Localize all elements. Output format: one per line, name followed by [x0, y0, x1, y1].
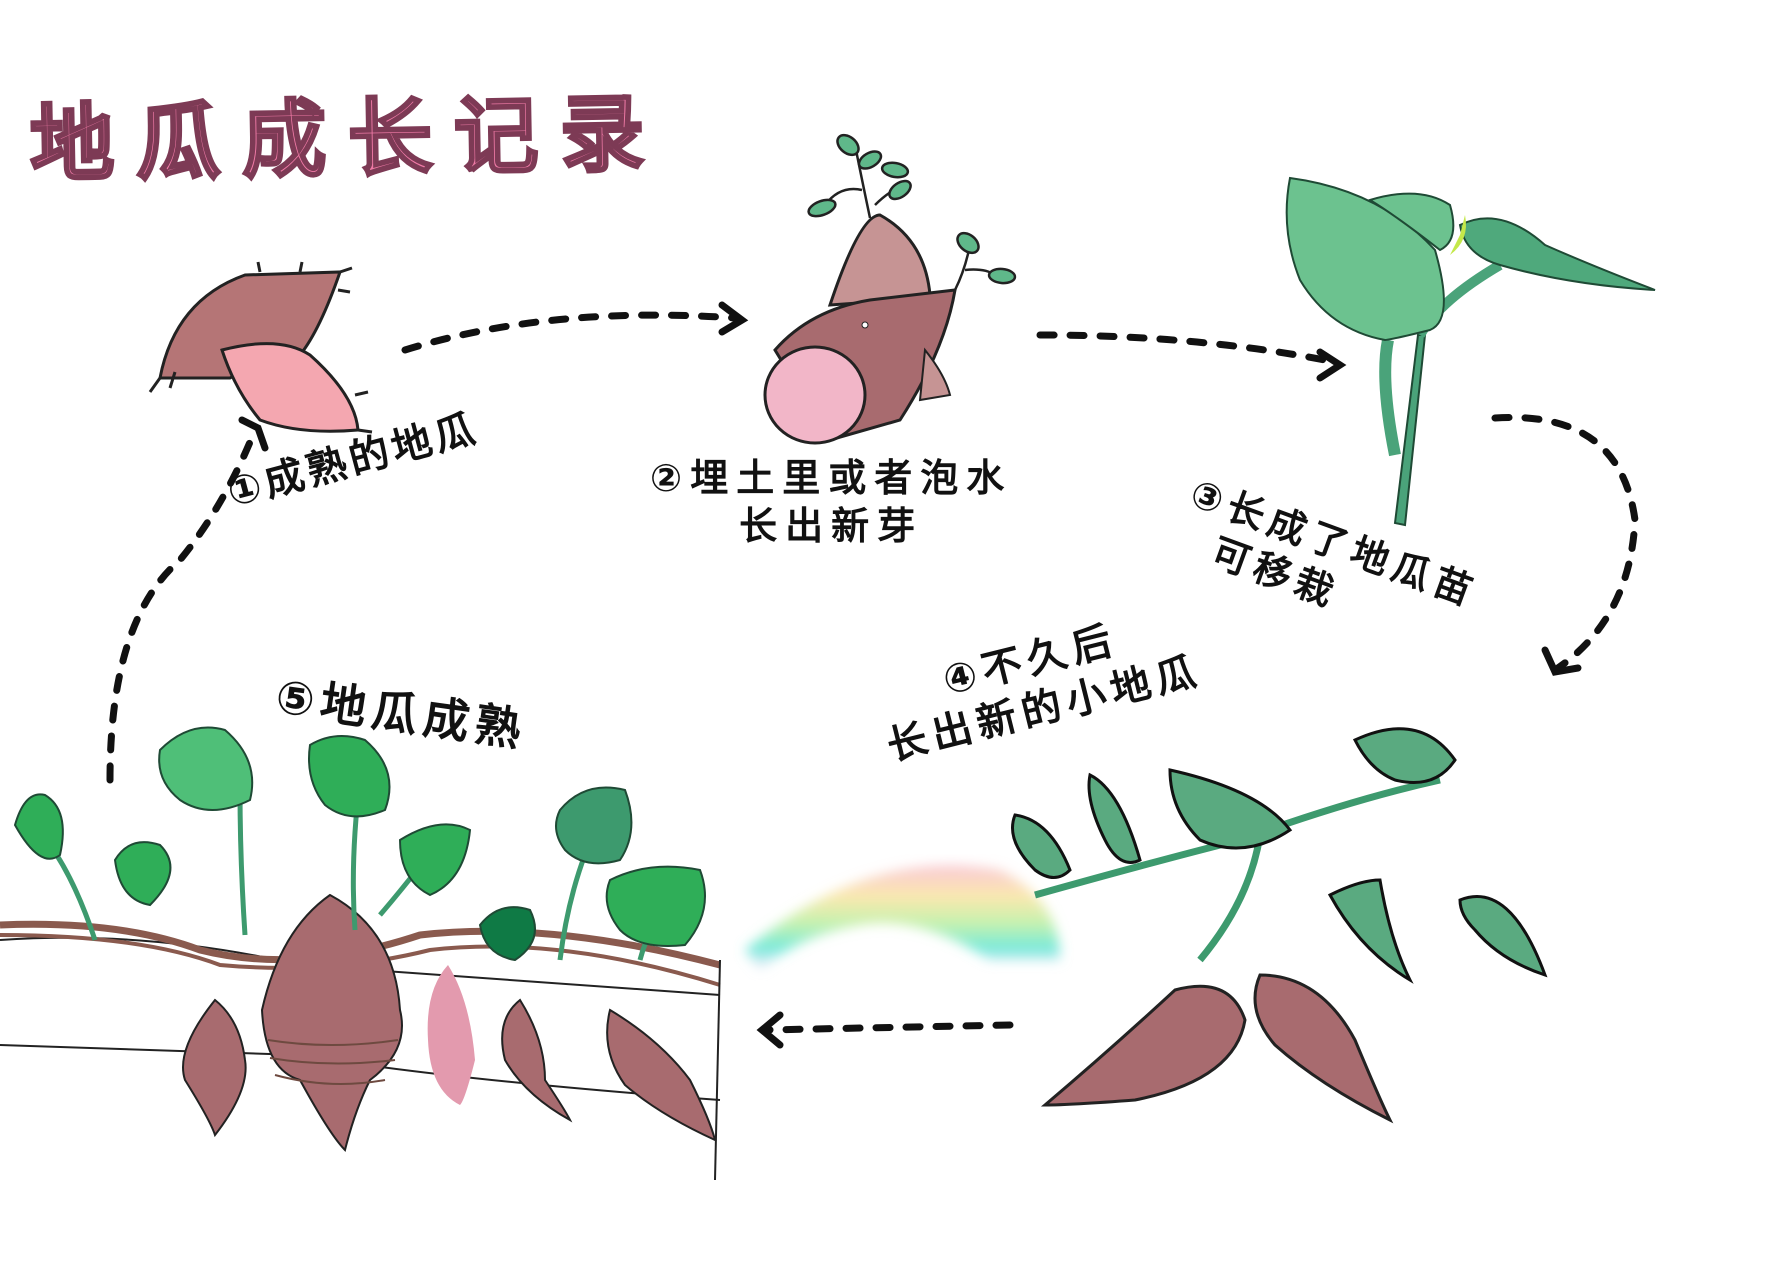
arrow-2-to-3	[1036, 331, 1339, 366]
arrow-3-to-4	[1491, 413, 1639, 674]
step2-number: ②	[650, 456, 691, 500]
step5-number: ⑤	[272, 668, 325, 729]
step2-text-line2: 长出新芽	[739, 503, 924, 548]
step2-label: ②埋土里或者泡水 长出新芽	[650, 455, 1012, 550]
arrow-5-to-1	[106, 426, 259, 784]
arrow-heads	[238, 301, 1582, 1049]
step3-seedling-illustration	[1285, 176, 1656, 527]
step1-sweet-potato-illustration	[148, 261, 373, 434]
page-title: 地瓜成长记录	[28, 83, 669, 195]
arrow-4-to-5	[761, 1021, 1014, 1034]
cycle-arrows	[106, 311, 1639, 1034]
arrow-1-to-2	[401, 311, 739, 354]
step4-young-potatoes-illustration	[745, 727, 1548, 1124]
step2-text-line1: 埋土里或者泡水	[690, 456, 1013, 500]
step2-sprouting-potato-illustration	[763, 133, 1017, 445]
step5-mature-field-illustration	[0, 726, 721, 1181]
